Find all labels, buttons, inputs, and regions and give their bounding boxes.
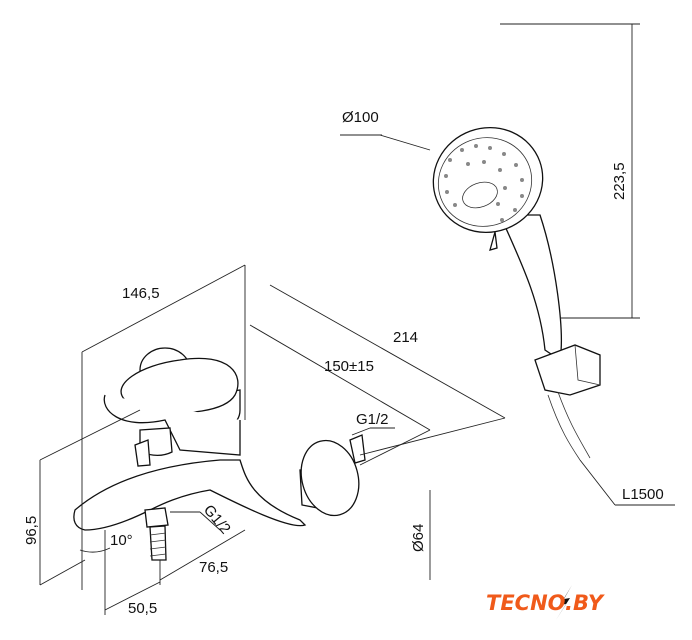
label-height: 96,5	[23, 516, 40, 545]
label-outlet-thread: G1/2	[200, 502, 234, 538]
bath-mixer	[73, 347, 366, 561]
label-spout-angle: 10°	[110, 532, 133, 549]
lightning-bolt-icon	[556, 585, 572, 620]
label-hose-length: L1500	[622, 486, 664, 503]
label-spout-offset: 76,5	[199, 559, 228, 576]
label-inlet-thread: G1/2	[356, 411, 389, 428]
label-flange-diameter: Ø64	[410, 524, 427, 552]
label-faucet-width: 146,5	[122, 285, 160, 302]
tecno-by-logo: TECNO.BY	[486, 585, 605, 620]
label-center-distance: 150±15	[324, 358, 374, 375]
label-total-length: 214	[393, 329, 418, 346]
logo-text: TECNO.BY	[486, 591, 605, 615]
label-shower-height: 223,5	[611, 162, 628, 200]
hand-shower	[432, 126, 601, 461]
dimension-lines	[39, 23, 675, 615]
label-spout-depth: 50,5	[128, 600, 157, 617]
label-shower-head-diameter: Ø100	[342, 109, 379, 126]
